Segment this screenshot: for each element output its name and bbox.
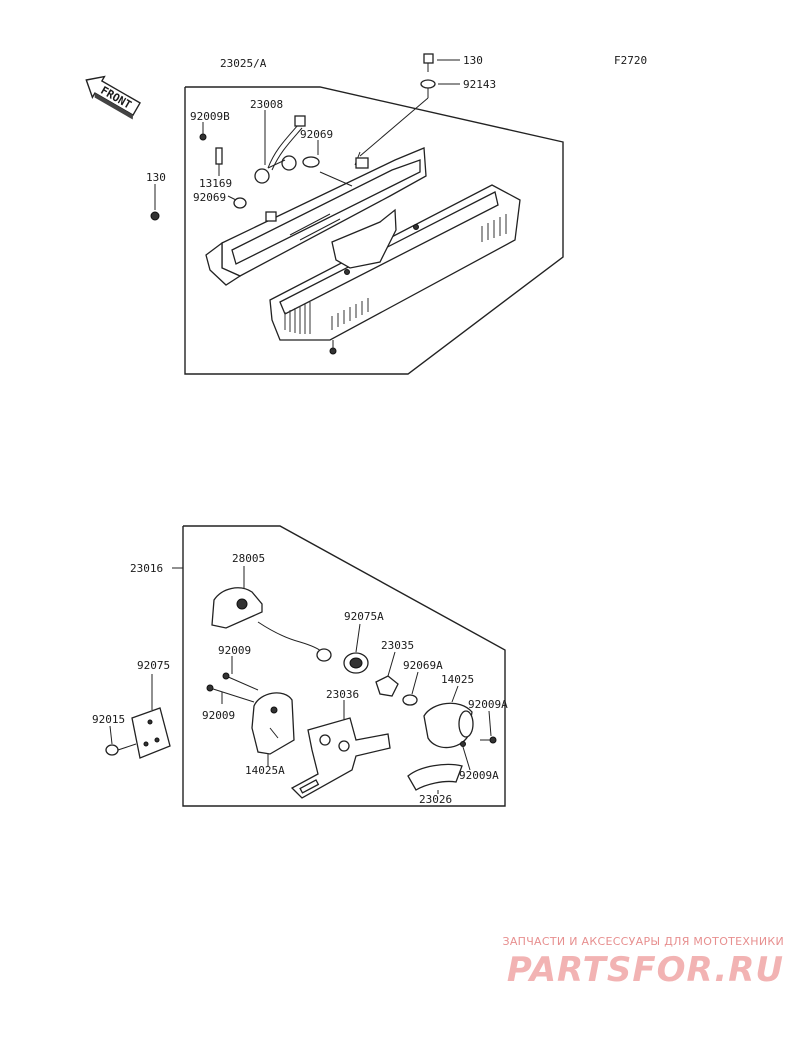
label-23036: 23036 [326,688,359,701]
label-92009-lower: 92009 [202,709,235,722]
plate-92075 [131,674,171,759]
bulb-lower-icon [233,197,247,209]
watermark-tagline: ЗАПЧАСТИ И АКСЕССУАРЫ ДЛЯ МОТОТЕХНИКИ [502,935,784,948]
lower-frame [182,525,506,807]
screws-92009 [206,656,259,704]
label-13169: 13169 [199,177,232,190]
label-assembly-upper: 23025/A [220,57,267,70]
upper-leader-lines [154,59,460,210]
pin-13169-icon [215,147,223,165]
label-92143: 92143 [463,78,496,91]
label-92075a: 92075A [344,610,384,623]
upper-frame [184,86,564,375]
label-92069-upper: 92069 [300,128,333,141]
figure-code: F2720 [614,54,647,67]
wiring-harness [254,115,306,184]
label-92009b: 92009B [190,110,230,123]
label-28005: 28005 [232,552,265,565]
upper-assembly: 23025/A 130 92143 23008 92009B 92069 131… [146,53,564,375]
lower-assembly: 23016 28005 92075A 92009 23035 92069A 14… [92,525,508,807]
label-92015: 92015 [92,713,125,726]
label-23035: 23035 [381,639,414,652]
lamp-housing [205,147,427,286]
label-92009a-lower: 92009A [459,769,499,782]
label-130-top: 130 [463,54,483,67]
housing-14025a [251,692,295,766]
label-23008: 23008 [250,98,283,111]
label-23026: 23026 [419,793,452,806]
socket-92075a [343,623,369,674]
label-14025: 14025 [441,673,474,686]
tail-lens [269,184,521,355]
label-assembly-lower: 23016 [130,562,163,575]
watermark-logo: PARTSFOR.RU [506,950,784,990]
watermark: ЗАПЧАСТИ И АКСЕССУАРЫ ДЛЯ МОТОТЕХНИКИ PA… [502,935,784,990]
bulb-upper-icon [302,156,320,168]
socket-23035 [375,651,399,697]
bolt-and-washer [359,53,436,157]
label-92069-lower: 92069 [193,191,226,204]
label-92075: 92075 [137,659,170,672]
label-130-left: 130 [146,171,166,184]
screw-130-left-icon [150,211,160,221]
label-14025a: 14025A [245,764,285,777]
label-92069a: 92069A [403,659,443,672]
lens-bracket [331,208,419,275]
cover-23026 [407,763,463,791]
bulb-92069a-icon [402,694,418,706]
front-arrow-icon: FRONT [85,75,141,120]
bracket-23036 [290,700,391,799]
label-92009-upper: 92009 [218,644,251,657]
socket-cover-28005 [211,566,332,662]
label-92009a-upper: 92009A [468,698,508,711]
screw-92009b-icon [199,133,207,141]
nut-92015-icon [105,725,137,756]
lens-14025 [423,685,497,771]
